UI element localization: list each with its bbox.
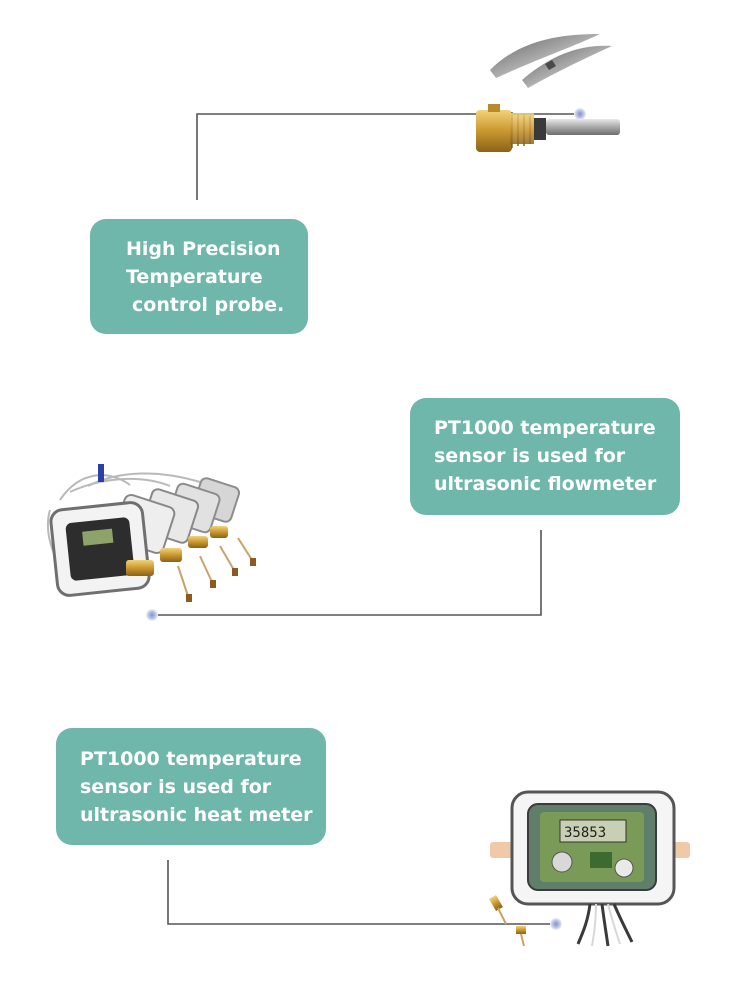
meter-display-reading: 35853 xyxy=(564,825,606,841)
callout-temperature-probe: High Precision Temperature control probe… xyxy=(90,219,308,334)
callout-line: control probe. xyxy=(132,294,285,316)
callout-line: sensor is used for xyxy=(434,445,626,467)
callout-line: PT1000 temperature xyxy=(80,748,302,770)
connector-line-3 xyxy=(167,860,556,925)
callout-line: High Precision xyxy=(126,238,281,260)
temperature-probe-icon xyxy=(476,34,620,152)
callout-flowmeter-sensor: PT1000 temperature sensor is used for ul… xyxy=(410,398,680,515)
callout-line: ultrasonic flowmeter xyxy=(434,473,657,495)
callout-line: Temperature xyxy=(126,266,263,288)
flowmeter-group-icon xyxy=(46,464,256,621)
connector-line-2 xyxy=(152,530,542,616)
callout-line: sensor is used for xyxy=(80,776,272,798)
connector-line-1 xyxy=(196,113,578,200)
callout-line: PT1000 temperature xyxy=(434,417,656,439)
callout-heat-meter-sensor: PT1000 temperature sensor is used for ul… xyxy=(56,728,326,845)
heat-meter-icon: 35853 xyxy=(489,790,690,947)
callout-line: ultrasonic heat meter xyxy=(80,804,313,826)
